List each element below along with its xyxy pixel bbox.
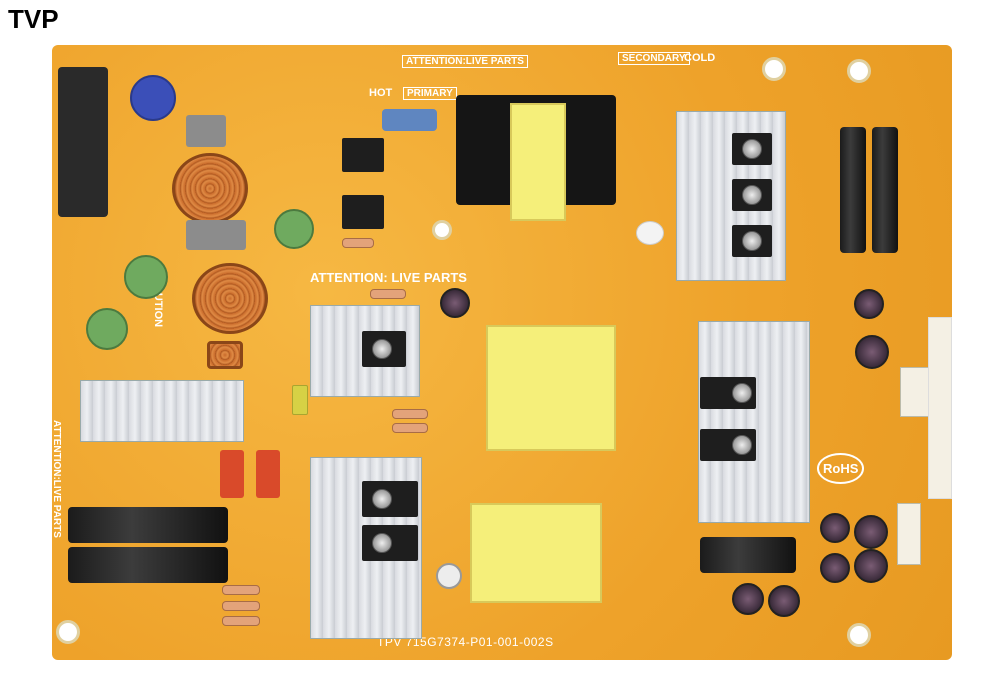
mounting-hole: [56, 620, 80, 644]
mounting-hole: [847, 59, 871, 83]
output-capacitor: [840, 127, 866, 253]
mounting-hole: [432, 220, 452, 240]
x-capacitor: [186, 115, 226, 147]
attention-left-label: ATTENTION:LIVE PARTS: [51, 420, 62, 538]
resistor: [370, 289, 406, 299]
screw: [732, 383, 752, 403]
ac-connector: [58, 67, 108, 217]
capacitor: [732, 583, 764, 615]
output-connector: [900, 367, 930, 417]
transformer: [486, 325, 616, 451]
capacitor: [820, 553, 850, 583]
small-capacitor: [292, 385, 308, 415]
cold-label: COLD: [684, 52, 716, 64]
mounting-hole: [762, 57, 786, 81]
thermistor: [86, 308, 128, 350]
heatsink: [698, 321, 810, 523]
transformer: [470, 503, 602, 603]
brand-label: TVP: [8, 4, 59, 34]
resistor: [222, 585, 260, 595]
bulk-capacitor: [68, 507, 228, 543]
small-capacitor: [854, 289, 884, 319]
attention-top-label: ATTENTION:LIVE PARTS: [402, 55, 528, 68]
screw: [742, 139, 762, 159]
primary-label: PRIMARY: [403, 87, 457, 100]
screw: [372, 489, 392, 509]
screw: [372, 533, 392, 553]
capacitor: [768, 585, 800, 617]
electrolytic-capacitor: [436, 563, 462, 589]
bulk-capacitor: [68, 547, 228, 583]
capacitor: [440, 288, 470, 318]
inductor: [207, 341, 243, 369]
capacitor: [854, 549, 888, 583]
thermistor: [124, 255, 168, 299]
mounting-hole: [847, 623, 871, 647]
common-mode-choke: [172, 153, 248, 224]
screw: [742, 185, 762, 205]
output-capacitor: [872, 127, 898, 253]
screw: [372, 339, 392, 359]
capacitor: [820, 513, 850, 543]
output-connector: [897, 503, 921, 565]
resistor: [392, 423, 428, 433]
resistor: [342, 238, 374, 248]
jumper-wire: [636, 221, 664, 245]
resistor: [222, 616, 260, 626]
small-capacitor: [855, 335, 889, 369]
film-capacitor: [256, 450, 280, 498]
attention-mid-label: ATTENTION: LIVE PARTS: [310, 270, 467, 285]
capacitor: [854, 515, 888, 549]
common-mode-choke: [192, 263, 268, 334]
x-capacitor: [186, 220, 246, 250]
rohs-label: RoHS: [817, 453, 865, 484]
screw: [732, 435, 752, 455]
secondary-label: SECONDARY: [618, 52, 690, 65]
film-capacitor: [220, 450, 244, 498]
mosfet: [342, 195, 384, 229]
mosfet: [342, 138, 384, 172]
bridge-heatsink: [80, 380, 244, 442]
y-capacitor: [382, 109, 437, 131]
output-capacitor: [700, 537, 796, 573]
screw: [742, 231, 762, 251]
varistor: [130, 75, 176, 121]
hot-label: HOT: [369, 87, 393, 99]
output-connector: [928, 317, 952, 499]
transformer-label: [510, 103, 566, 221]
resistor: [392, 409, 428, 419]
power-supply-board: ATTENTION:LIVE PARTS SECONDARY COLD HOT …: [51, 45, 952, 660]
thermistor: [274, 209, 314, 249]
resistor: [222, 601, 260, 611]
